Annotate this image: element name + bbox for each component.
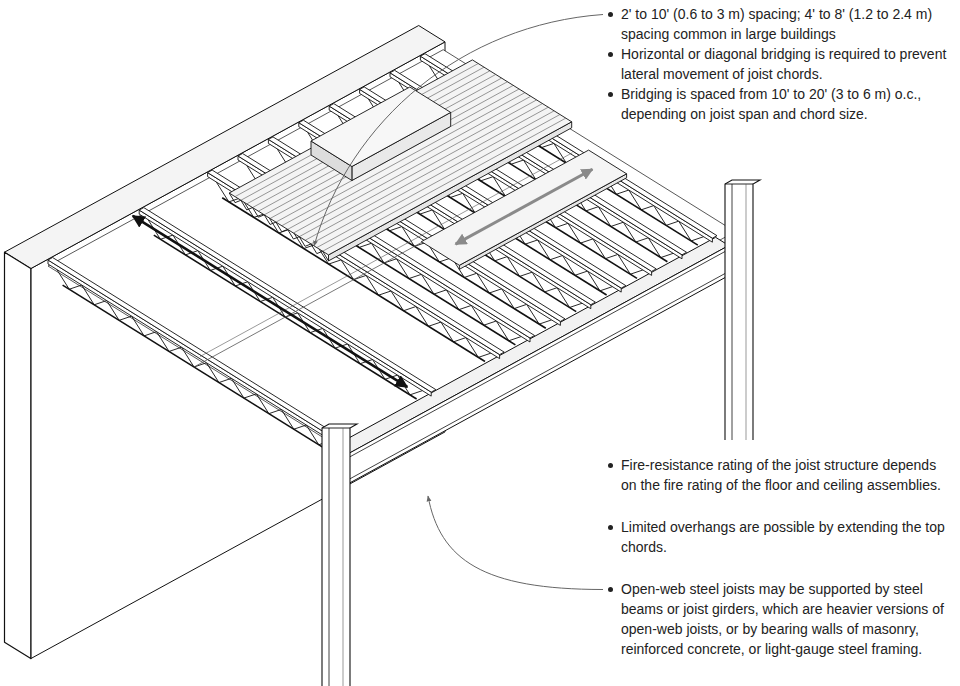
deck-rib: [253, 74, 496, 207]
joist-set: [48, 54, 717, 449]
floor-plane-outline: [48, 50, 735, 448]
joist-web: [57, 269, 331, 444]
leader-line: [428, 496, 603, 590]
steel-column: [725, 180, 760, 440]
note-item: Limited overhangs are possible by extend…: [605, 517, 955, 557]
note-item: Open-web steel joists may be supported b…: [605, 579, 955, 659]
bullet-dot: [608, 525, 613, 530]
note-group: 2' to 10' (0.6 to 3 m) spacing; 4' to 8'…: [605, 4, 955, 124]
floor-plane: [48, 50, 735, 448]
bullet-dot: [608, 463, 613, 468]
panel-surface: [421, 150, 626, 265]
deck-rib: [241, 67, 484, 200]
joist-web: [148, 220, 422, 395]
joist-top-chord-face: [48, 258, 345, 443]
deck-panel: [421, 150, 626, 269]
slab-piece: [311, 87, 451, 181]
joist-top-chord: [48, 260, 340, 446]
joist-span-arrow: [133, 216, 407, 387]
column-cap-edge: [725, 184, 753, 185]
column-flange-line: [329, 428, 330, 686]
deck-rib: [247, 71, 490, 204]
span-arrow: [133, 216, 407, 387]
note-item: 2' to 10' (0.6 to 3 m) spacing; 4' to 8'…: [605, 4, 955, 44]
column-outline: [322, 424, 357, 686]
callout-note: Horizontal or diagonal bridging is requi…: [621, 44, 955, 84]
leader-line: [314, 15, 603, 247]
callout-note: Limited overhangs are possible by extend…: [621, 517, 955, 557]
joist-top-chord: [139, 210, 431, 396]
bullet-dot: [608, 92, 613, 97]
callout-note: Fire-resistance rating of the joist stru…: [621, 455, 955, 495]
bullet-dot: [608, 12, 613, 17]
steel-column: [322, 424, 357, 686]
column-flange-line: [732, 184, 733, 440]
slab-top-face: [311, 87, 451, 167]
note-item: Horizontal or diagonal bridging is requi…: [605, 44, 955, 84]
joist-top-chord-face: [139, 208, 436, 393]
deck-rib: [264, 82, 507, 215]
open-web-joist: [139, 208, 436, 399]
bullet-dot: [608, 587, 613, 592]
deck-rib: [270, 85, 513, 218]
deck-rib: [258, 78, 501, 211]
column-web-line: [343, 428, 344, 686]
leader-lines: [314, 15, 603, 590]
column-outline: [725, 180, 760, 440]
deck-profile: [229, 193, 328, 261]
open-web-joist: [48, 258, 345, 449]
callout-note: Bridging is spaced from 10' to 20' (3 to…: [621, 84, 955, 124]
note-item: Bridging is spaced from 10' to 20' (3 to…: [605, 84, 955, 124]
callout-note: Open-web steel joists may be supported b…: [621, 579, 955, 659]
note-item: Fire-resistance rating of the joist stru…: [605, 455, 955, 495]
beam-flange-line: [341, 249, 729, 461]
column-cap-edge: [322, 428, 350, 429]
callout-note: 2' to 10' (0.6 to 3 m) spacing; 4' to 8'…: [621, 4, 955, 44]
bullet-dot: [608, 52, 613, 57]
deck-rib: [235, 64, 478, 197]
beam-top-flange: [328, 237, 729, 457]
note-group: Fire-resistance rating of the joist stru…: [605, 455, 955, 659]
wall-end-face: [5, 252, 31, 658]
column-web-line: [746, 184, 747, 440]
panel-span-arrow: [456, 169, 593, 244]
